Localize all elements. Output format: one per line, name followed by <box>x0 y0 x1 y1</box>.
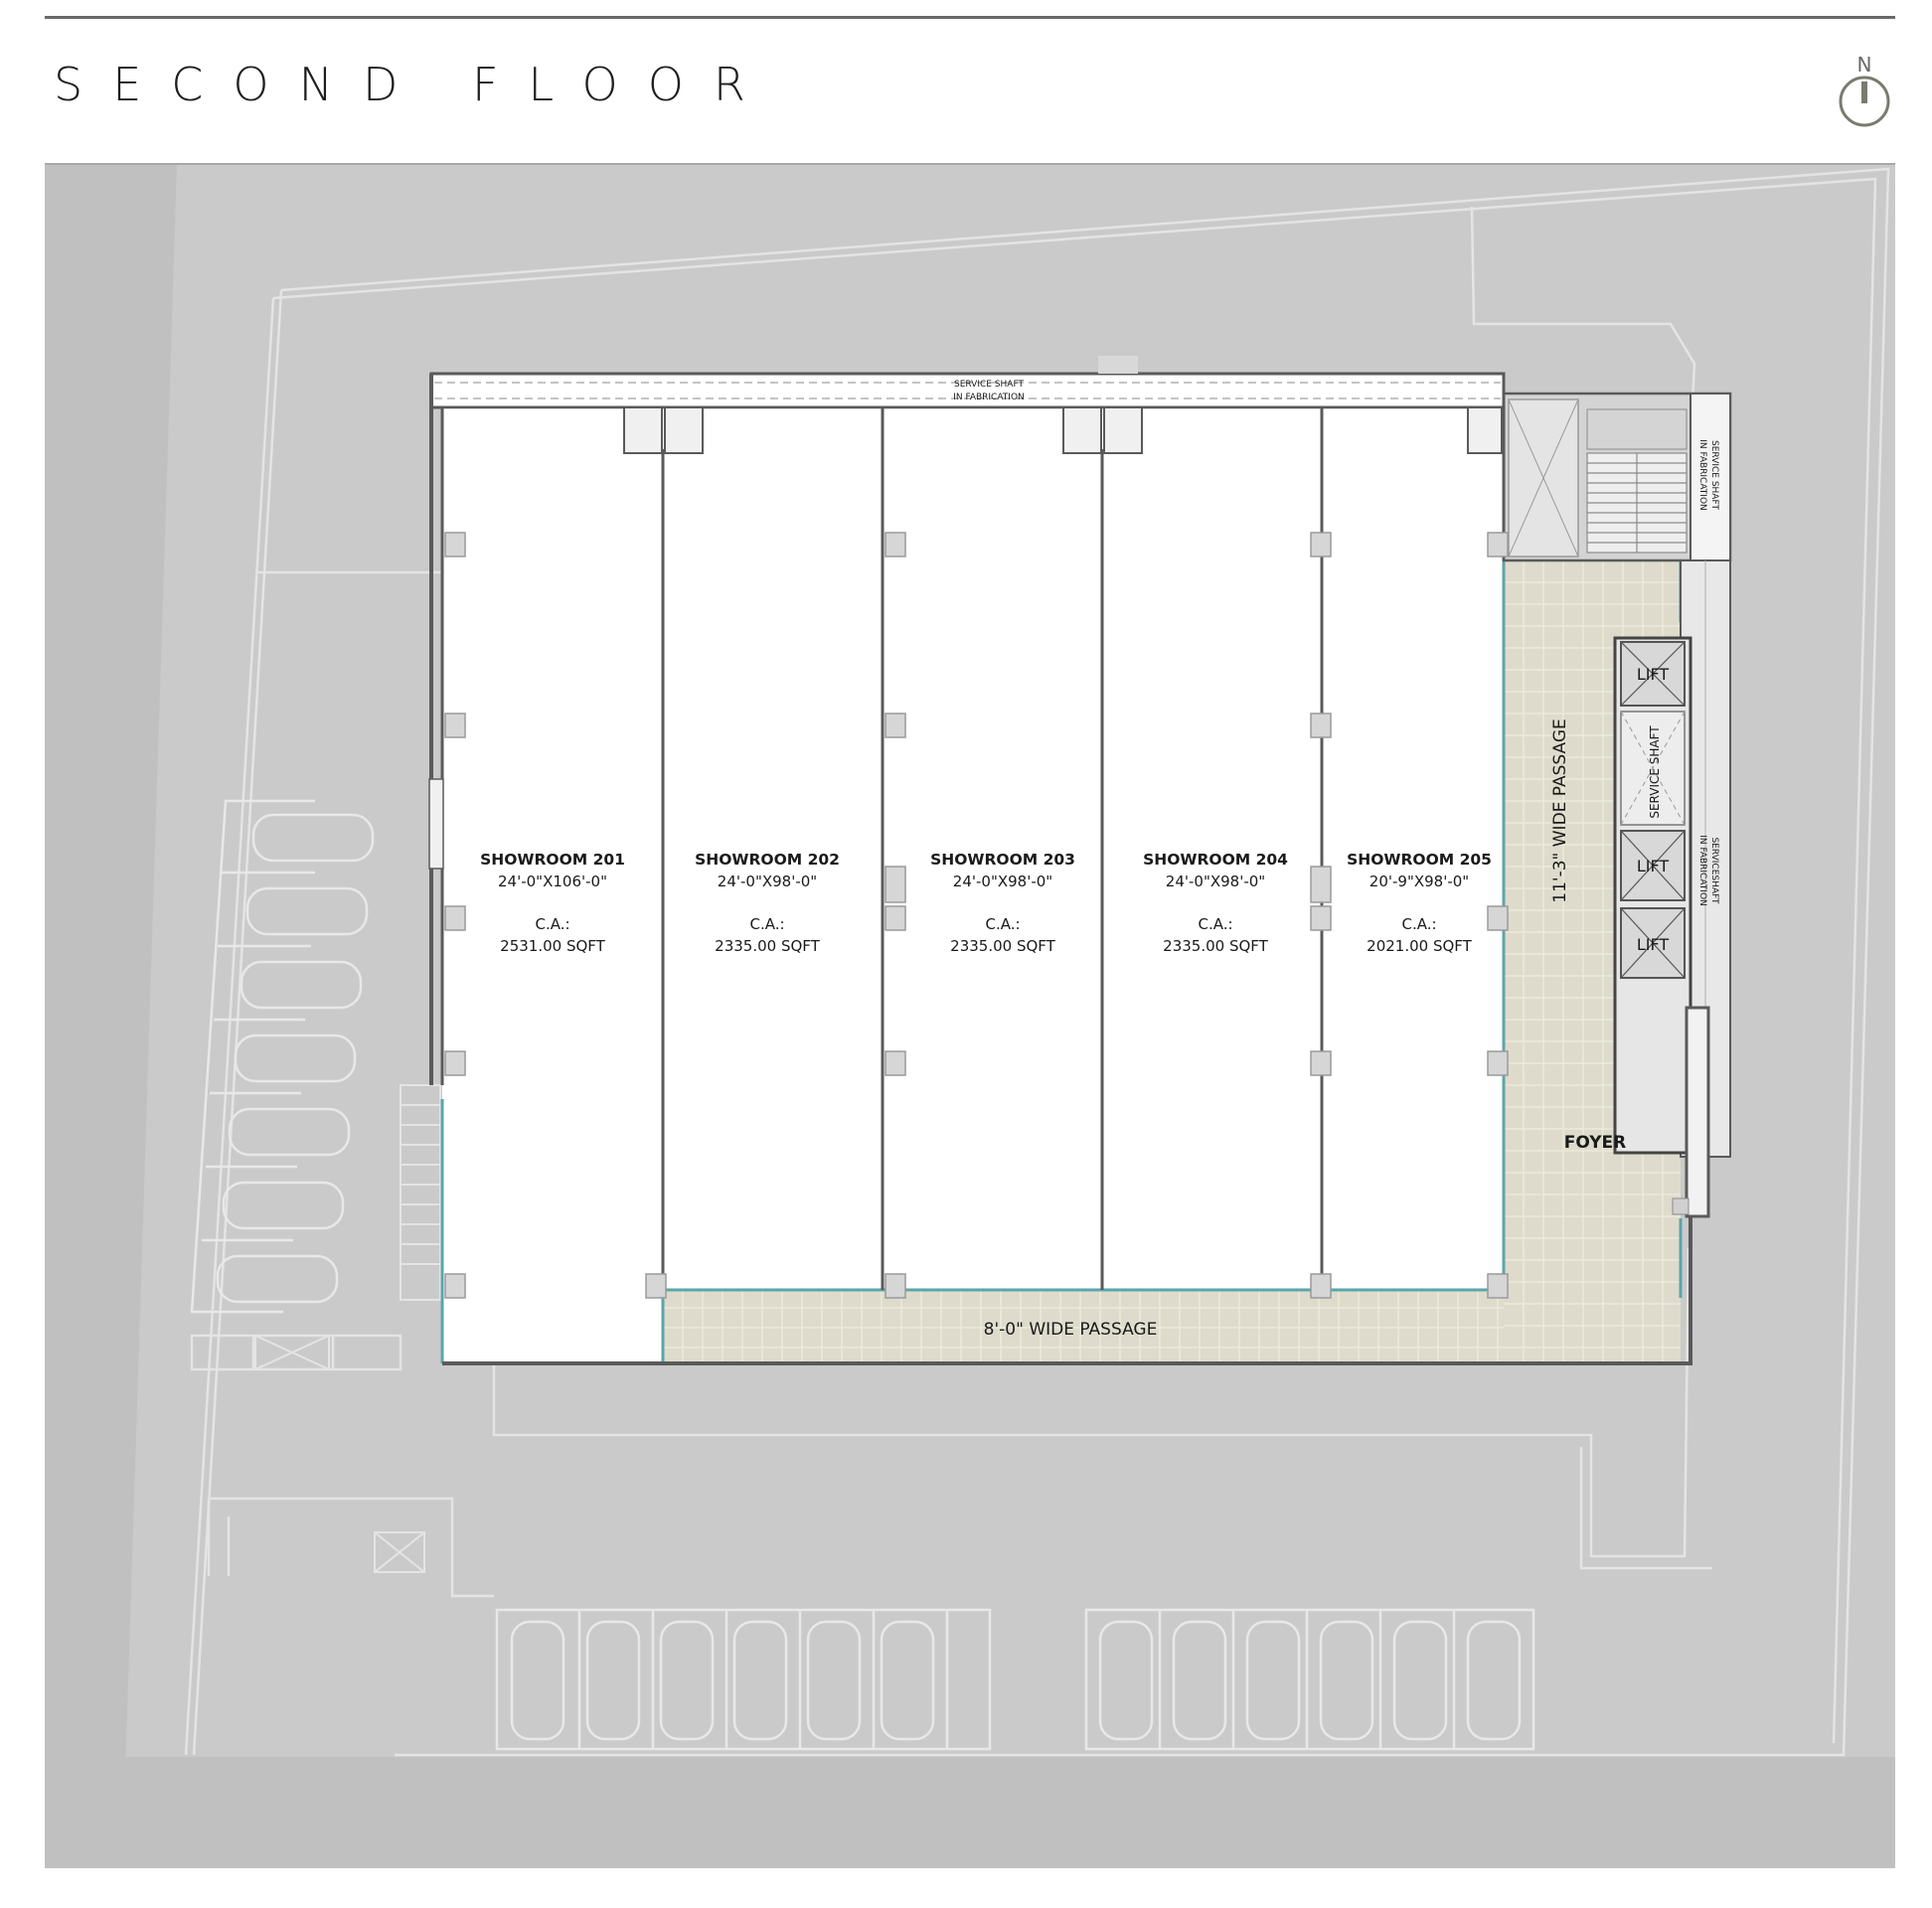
foyer-glazing <box>1685 1006 1710 1218</box>
service-shaft-low-line1: SERVICESHAFT <box>1709 837 1719 904</box>
showroom-204-ca-label: C.A.: <box>1198 915 1232 933</box>
showroom-201-ca-value: 2531.00 SQFT <box>500 937 605 955</box>
showroom-201-ca-label: C.A.: <box>535 915 569 933</box>
showroom-202-size: 24'-0"X98'-0" <box>718 873 817 890</box>
foyer-label: FOYER <box>1564 1133 1626 1153</box>
showroom-204-size: 24'-0"X98'-0" <box>1166 873 1265 890</box>
showroom-205-ca-label: C.A.: <box>1401 915 1436 933</box>
site-boundary <box>184 167 1890 1757</box>
service-shaft-east-line2: IN FABRICATION <box>1697 439 1707 511</box>
showroom-202[interactable]: SHOWROOM 202 24'-0"X98'-0" C.A.: 2335.00… <box>695 851 840 955</box>
showroom-204-ca-value: 2335.00 SQFT <box>1163 937 1268 955</box>
stair-steps <box>1586 452 1688 554</box>
showroom-202-ca-value: 2335.00 SQFT <box>715 937 820 955</box>
showroom-205-ca-value: 2021.00 SQFT <box>1367 937 1472 955</box>
showroom-205[interactable]: SHOWROOM 205 20'-9"X98'-0" C.A.: 2021.00… <box>1347 851 1492 955</box>
toilets <box>623 406 1503 454</box>
utility-box <box>254 1335 425 1573</box>
building-walls <box>429 374 1692 1365</box>
service-shaft-north-line2: IN FABRICATION <box>953 393 1025 402</box>
service-shaft-north-line1: SERVICE SHAFT <box>954 380 1024 390</box>
service-shaft-east <box>1690 393 1731 561</box>
showroom-201[interactable]: SHOWROOM 201 24'-0"X106'-0" C.A.: 2531.0… <box>480 851 625 955</box>
ramp-steps <box>400 1084 441 1301</box>
lift-core <box>1613 636 1692 1155</box>
parking-bottom <box>495 1608 1535 1751</box>
road-bottom <box>45 1757 1895 1868</box>
top-rule <box>45 16 1895 19</box>
service-shaft-low-line2: IN FABRICATION <box>1697 835 1707 906</box>
columns <box>444 532 1509 1299</box>
showroom-203-name: SHOWROOM 203 <box>930 851 1075 869</box>
passage-horizontal <box>663 1290 1504 1363</box>
showroom-203[interactable]: SHOWROOM 203 24'-0"X98'-0" C.A.: 2335.00… <box>930 851 1075 955</box>
parking-left <box>190 799 375 1314</box>
showroom-204[interactable]: SHOWROOM 204 24'-0"X98'-0" C.A.: 2335.00… <box>1143 851 1288 955</box>
header-rule <box>45 163 1895 165</box>
floor-plan: SERVICE SHAFT IN FABRICATION LIFT SERVIC… <box>45 165 1895 1868</box>
showroom-202-name: SHOWROOM 202 <box>695 851 840 869</box>
showroom-201-size: 24'-0"X106'-0" <box>498 873 607 890</box>
north-compass-icon: N <box>1839 53 1890 127</box>
lift-3-label: LIFT <box>1637 935 1670 954</box>
showroom-203-ca-value: 2335.00 SQFT <box>950 937 1055 955</box>
showroom-201-name: SHOWROOM 201 <box>480 851 625 869</box>
page-title: SECOND FLOOR <box>54 58 775 111</box>
showroom-205-size: 20'-9"X98'-0" <box>1369 873 1469 890</box>
showroom-block <box>442 407 1504 1290</box>
service-shaft-mid-label: SERVICE SHAFT <box>1648 725 1662 819</box>
road-left <box>45 165 177 1868</box>
showroom-203-size: 24'-0"X98'-0" <box>953 873 1052 890</box>
passage-vertical-label: 11'-3" WIDE PASSAGE <box>1550 718 1570 902</box>
compass-north-label: N <box>1857 53 1872 77</box>
passage-horizontal-label: 8'-0" WIDE PASSAGE <box>984 1320 1158 1340</box>
lift-1-label: LIFT <box>1637 665 1670 684</box>
showroom-205-name: SHOWROOM 205 <box>1347 851 1492 869</box>
showroom-203-ca-label: C.A.: <box>985 915 1020 933</box>
showroom-202-ca-label: C.A.: <box>749 915 784 933</box>
service-shaft-east-line1: SERVICE SHAFT <box>1709 440 1719 510</box>
showroom-204-name: SHOWROOM 204 <box>1143 851 1288 869</box>
lift-2-label: LIFT <box>1637 857 1670 875</box>
